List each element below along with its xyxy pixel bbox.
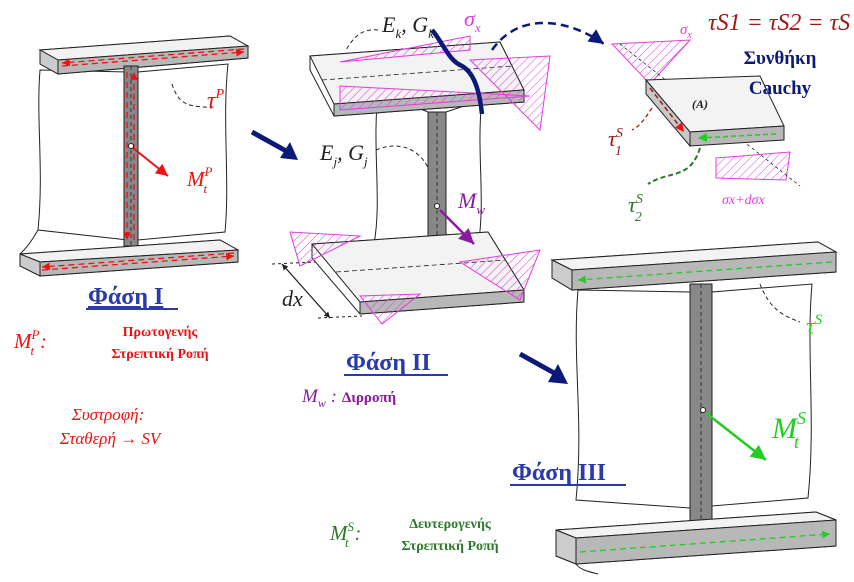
phase2-sigma-label: σx: [464, 6, 481, 35]
phase3-desc-line1: Δευτερογενής: [409, 517, 492, 532]
phase1-twist-line2: Σταθερή → SV: [59, 429, 163, 448]
phase2-to-phase3-arrow: [518, 351, 568, 384]
phase2-dx-label: dx: [282, 286, 303, 311]
phase2-dx-dimension: [271, 261, 363, 319]
phase2-ej-leader: [375, 145, 429, 169]
phase1-tau-label: τP: [207, 87, 225, 114]
detail-cauchy-line2: Cauchy: [749, 78, 812, 99]
phase1-beam: [19, 35, 250, 277]
phase1-to-phase2-arrow: [250, 129, 298, 160]
phase2-ej-label: Ej, Gj: [319, 140, 368, 169]
detail-element-A: [644, 75, 785, 148]
phase1-title: Φάση I: [88, 284, 163, 310]
phase1-twist-line1: Συστροφή:: [71, 405, 145, 424]
phase3-desc-line2: Στρεπτική Ροπή: [401, 539, 498, 554]
phase1-mt-arrow: [128, 143, 169, 177]
phase2-title: Φάση II: [346, 350, 431, 376]
detail-sigma-label: σx: [680, 22, 692, 41]
phase1-desc-line1: Πρωτογενής: [123, 325, 199, 340]
detail-tau2-leader: [647, 147, 701, 185]
phase3-tau-label: τS: [806, 312, 823, 340]
phase3-mt-arrow: [700, 407, 767, 461]
phase2-to-detail-arrow: [490, 21, 605, 51]
phase2-definition: Mw:Διρροπή: [301, 386, 396, 410]
phase2-warping-curve: [430, 28, 485, 115]
phase3-title: Φάση III: [512, 460, 606, 486]
phase2-normal-stress-diagrams: [289, 35, 551, 325]
phase2-mw-label: Mw: [457, 188, 485, 217]
phase2-ek-leader: [345, 29, 379, 51]
phase1-shear-flow: [41, 48, 245, 271]
detail-equation: τS1 = τS2 = τS: [708, 10, 850, 36]
phase1-desc-line2: Στρεπτική Ροπή: [111, 347, 208, 362]
phase2-ek-label: Ek, Gk: [381, 12, 434, 41]
detail-element-label: (A): [692, 97, 708, 111]
phase2-mw-arrow: [434, 203, 475, 245]
phase3-beam: [550, 241, 838, 575]
detail-sigma-dsigma-label: σx+dσx: [722, 193, 765, 208]
detail-cauchy-line1: Συνθήκη: [744, 48, 817, 69]
phase3-shear-flow: [577, 261, 833, 553]
detail-tau1-leader: [631, 107, 653, 131]
